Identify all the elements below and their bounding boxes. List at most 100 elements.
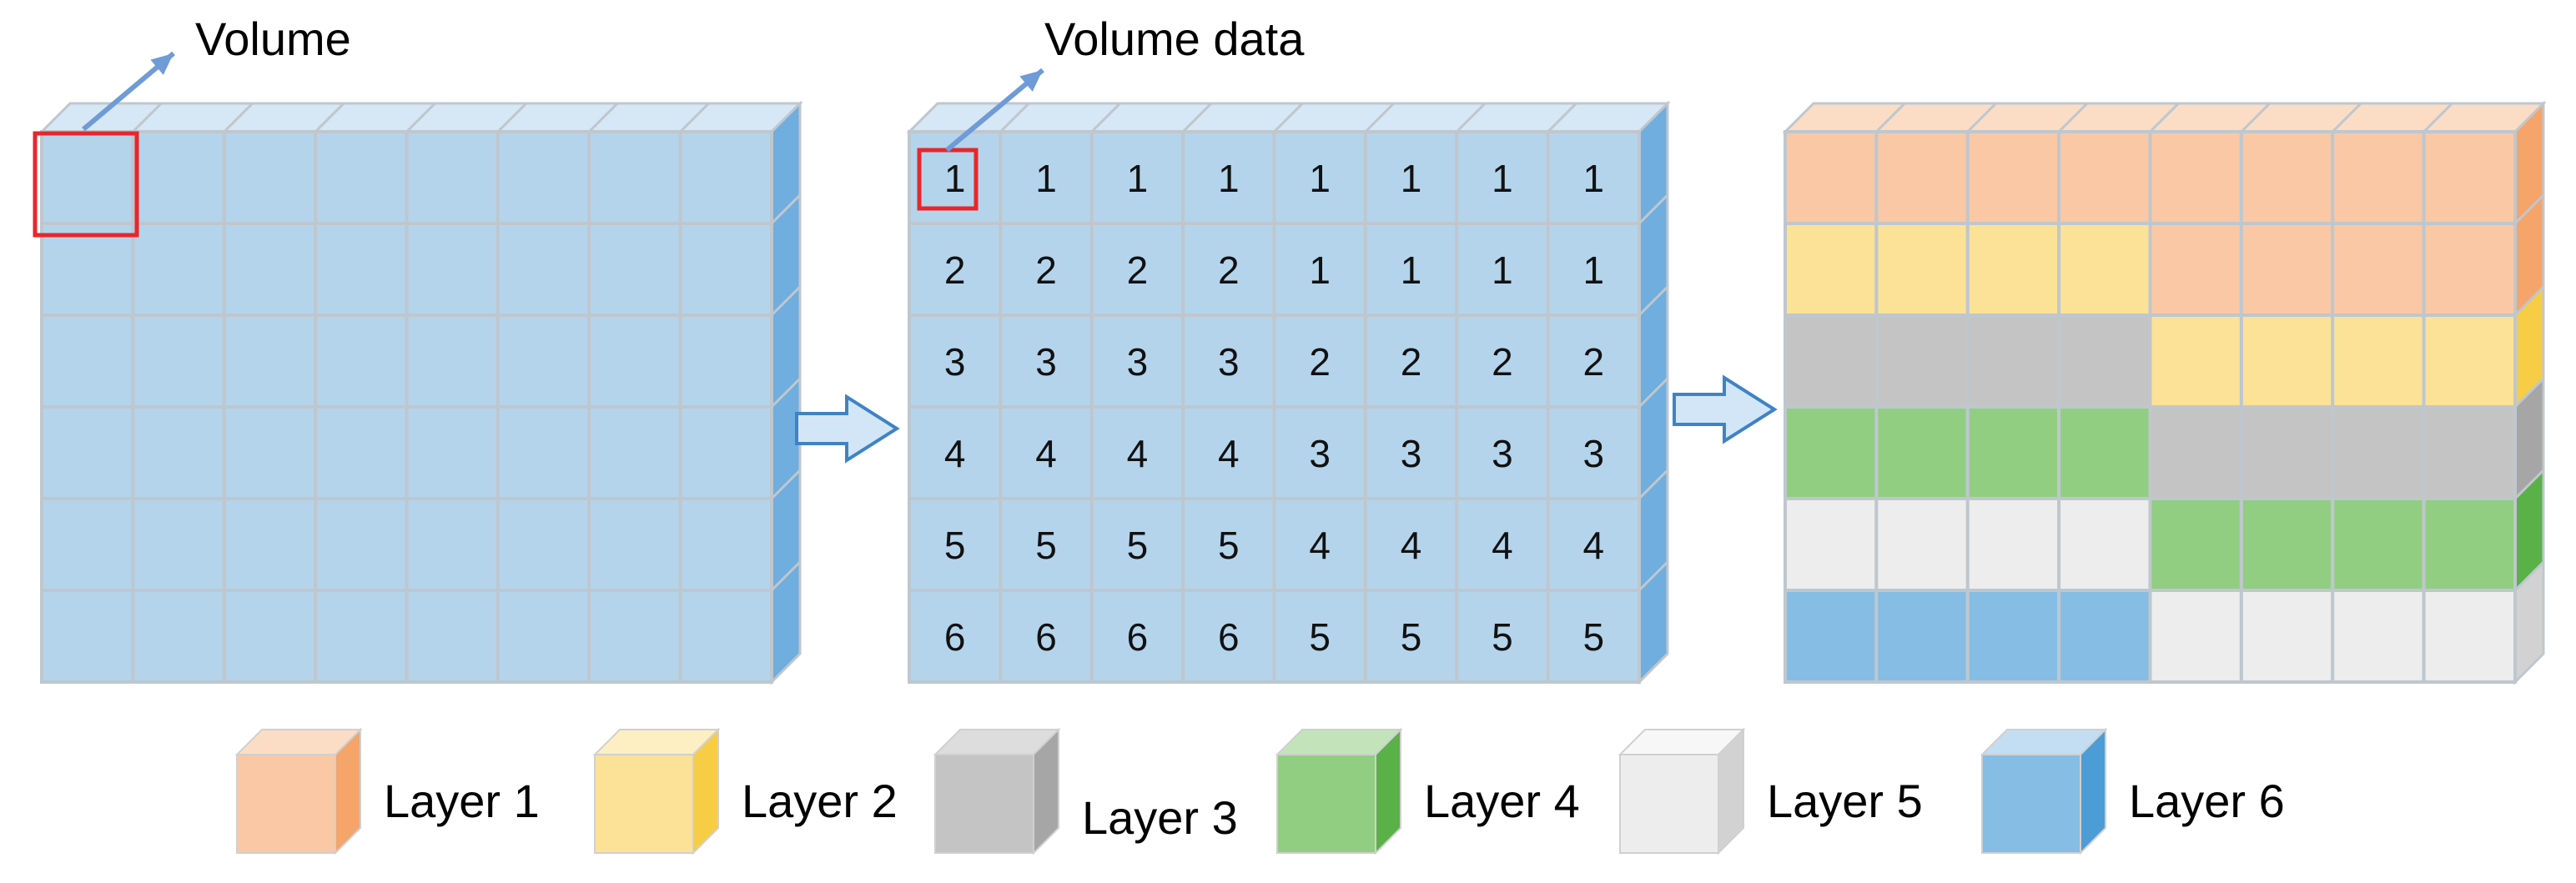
cell-value: 3 <box>1583 432 1605 475</box>
cube-cell <box>2148 497 2243 592</box>
cube-cell <box>1965 589 2061 684</box>
volume-grid <box>38 100 803 685</box>
cube-cell <box>2422 130 2517 225</box>
legend-label: Layer 6 <box>2129 775 2285 827</box>
cube-cell <box>40 130 135 225</box>
cube-cell <box>405 405 500 500</box>
cube-cell <box>2331 497 2426 592</box>
cube-cell <box>2057 314 2152 409</box>
cell-value: 4 <box>1309 524 1331 567</box>
cube-cell <box>1181 314 1276 409</box>
cell-value: 4 <box>1401 524 1422 567</box>
cube-cell <box>2057 405 2152 500</box>
cube-cell <box>1089 497 1185 592</box>
cube-cell <box>131 222 226 317</box>
cube-cell <box>1965 314 2061 409</box>
cube-cell <box>2422 405 2517 500</box>
cube-cell <box>1181 589 1276 684</box>
cube-cell <box>1784 130 1879 225</box>
cube-cell <box>496 130 591 225</box>
cube-cell <box>999 314 1094 409</box>
cube-cell <box>678 130 773 225</box>
legend-label: Layer 4 <box>1424 775 1580 827</box>
cube-cell <box>587 589 682 684</box>
cube-cell <box>1363 405 1459 500</box>
cube-cell <box>1784 589 1879 684</box>
cube-cell <box>1546 589 1641 684</box>
legend-item-layer-2: Layer 2 <box>592 727 898 855</box>
cell-value: 6 <box>1127 615 1149 659</box>
cube-cell <box>1874 222 1970 317</box>
cube-cell <box>1455 589 1550 684</box>
cube-cell <box>2148 222 2243 317</box>
annotations <box>33 51 1778 464</box>
cell-value: 1 <box>1583 248 1605 292</box>
cell-value: 2 <box>1035 248 1057 292</box>
cell-value: 1 <box>1127 157 1149 200</box>
cube-cell <box>1965 405 2061 500</box>
cube-cell <box>1784 497 1879 592</box>
cube-cell <box>1874 314 1970 409</box>
cell-value: 2 <box>1309 340 1331 384</box>
cube-cell <box>222 130 318 225</box>
cube-cell <box>1965 130 2061 225</box>
cell-value: 2 <box>1218 248 1240 292</box>
cell-value: 4 <box>1583 524 1605 567</box>
cube-cell <box>2331 314 2426 409</box>
cell-value: 1 <box>1401 157 1422 200</box>
cube-cell <box>314 314 409 409</box>
cube-cell <box>2057 589 2152 684</box>
cell-value: 5 <box>1127 524 1149 567</box>
cell-value: 5 <box>1309 615 1331 659</box>
cube-cell <box>587 222 682 317</box>
cell-value: 3 <box>1401 432 1422 475</box>
cube-cell <box>678 222 773 317</box>
cube-cell <box>587 314 682 409</box>
cube-cell <box>405 130 500 225</box>
cube-cell <box>1272 589 1367 684</box>
cube-cell <box>1784 222 1879 317</box>
cube-cell <box>2057 130 2152 225</box>
cell-value: 3 <box>1127 340 1149 384</box>
cube-cell <box>1363 130 1459 225</box>
legend-cube-icon <box>1619 754 1719 854</box>
cube-cell <box>314 589 409 684</box>
cube-cell <box>2422 314 2517 409</box>
legend-cube-icon <box>236 754 336 854</box>
cell-value: 3 <box>944 340 966 384</box>
cube-cell <box>314 497 409 592</box>
cell-value: 1 <box>1035 157 1057 200</box>
cube-cell <box>2331 130 2426 225</box>
cube-cell <box>2239 222 2335 317</box>
cube-cell <box>2331 589 2426 684</box>
cube-cell <box>678 497 773 592</box>
legend-label: Layer 1 <box>384 775 540 827</box>
cube-cell <box>2239 130 2335 225</box>
cube-cell <box>1874 497 1970 592</box>
cube-cell <box>2148 130 2243 225</box>
cell-value: 1 <box>1583 157 1605 200</box>
cell-value: 6 <box>1035 615 1057 659</box>
legend-label: Layer 3 <box>1082 791 1238 844</box>
cube-cell <box>2422 589 2517 684</box>
cube-cell <box>496 314 591 409</box>
cell-value: 2 <box>1583 340 1605 384</box>
cube-cell <box>678 405 773 500</box>
cube-cell <box>1363 497 1459 592</box>
cube-cell <box>131 130 226 225</box>
cube-cell <box>405 589 500 684</box>
cube-cell <box>496 405 591 500</box>
cube-cell <box>678 589 773 684</box>
cube-cell <box>40 497 135 592</box>
cube-cell <box>1874 130 1970 225</box>
legend-label: Layer 2 <box>742 775 898 827</box>
cell-value: 4 <box>1127 432 1149 475</box>
cell-value: 4 <box>944 432 966 475</box>
cube-cell <box>2148 405 2243 500</box>
cube-cell <box>1363 222 1459 317</box>
cube-cell <box>2331 222 2426 317</box>
cube-cell <box>131 314 226 409</box>
cube-cell <box>222 314 318 409</box>
